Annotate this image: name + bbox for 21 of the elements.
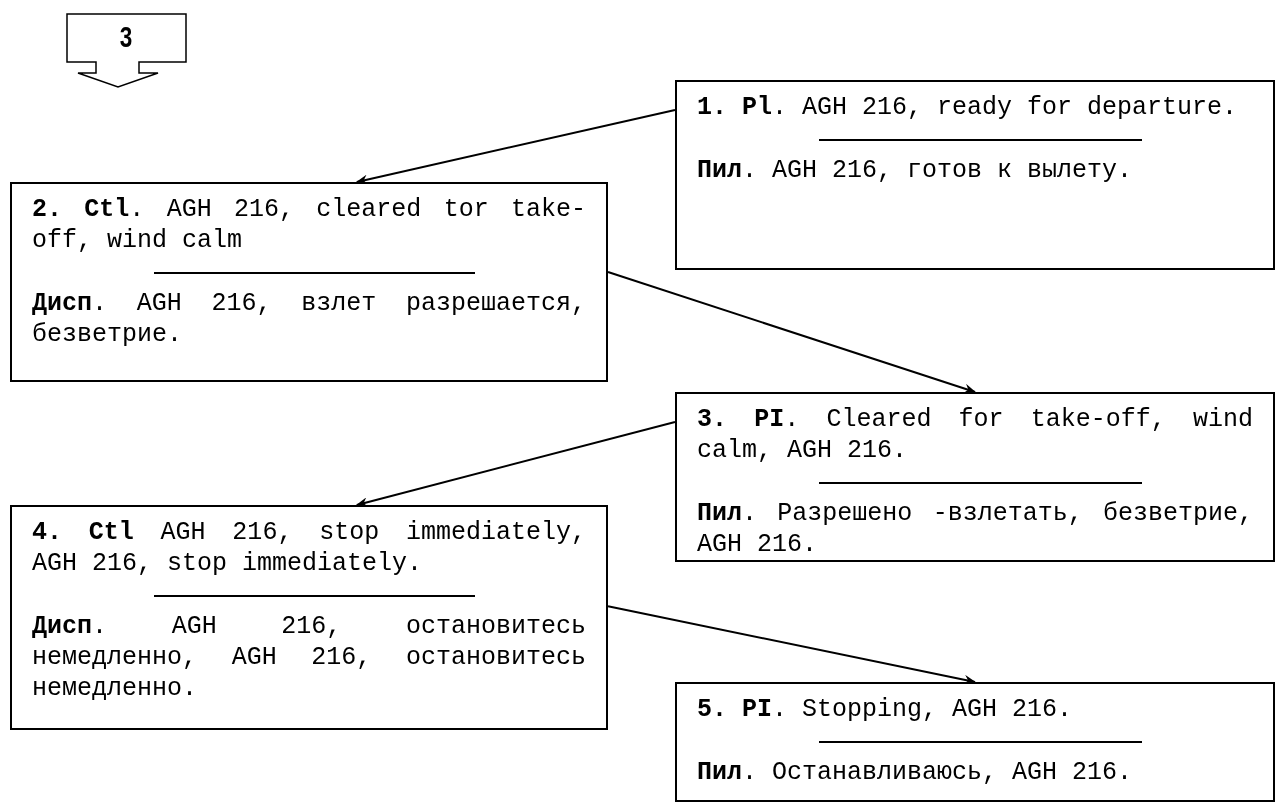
english-phrase: 3. PI. Cleared for take-off, wind calm, AGH 216. (697, 404, 1253, 466)
russian-phrase: Дисп. AGH 216, остановитесь немедленно, AGH 216, остановитесь немедленно. (32, 611, 586, 704)
down-arrow-callout (66, 13, 188, 88)
arrow (355, 109, 676, 185)
russian-phrase: Пил. Останавливаюсь, AGH 216. (697, 757, 1134, 788)
russian-phrase: Пил. AGH 216, готов к вылету. (697, 155, 1134, 186)
message-box (675, 682, 1275, 802)
russian-phrase: Дисп. AGH 216, взлет разрешается, безветрие. (32, 288, 586, 350)
english-phrase: 4. Ctl AGH 216, stop immediately, AGH 216, stop immediately. (32, 517, 586, 579)
english-phrase: 5. PI. Stopping, AGH 216. (697, 694, 1074, 725)
russian-phrase: Пил. Разрешено -взлетать, безветрие, AGH 216. (697, 498, 1253, 560)
message-box (10, 182, 608, 382)
message-box (10, 505, 608, 730)
arrow (607, 605, 976, 685)
arrow (607, 271, 976, 394)
step-number: 3 (118, 19, 134, 55)
english-phrase: 1. Pl. AGH 216, ready for departure. (697, 92, 1239, 123)
english-phrase: 2. Ctl. AGH 216, cleared tor take-off, wind calm (32, 194, 586, 256)
arrow (355, 421, 676, 508)
message-box (675, 80, 1275, 270)
message-box (675, 392, 1275, 562)
